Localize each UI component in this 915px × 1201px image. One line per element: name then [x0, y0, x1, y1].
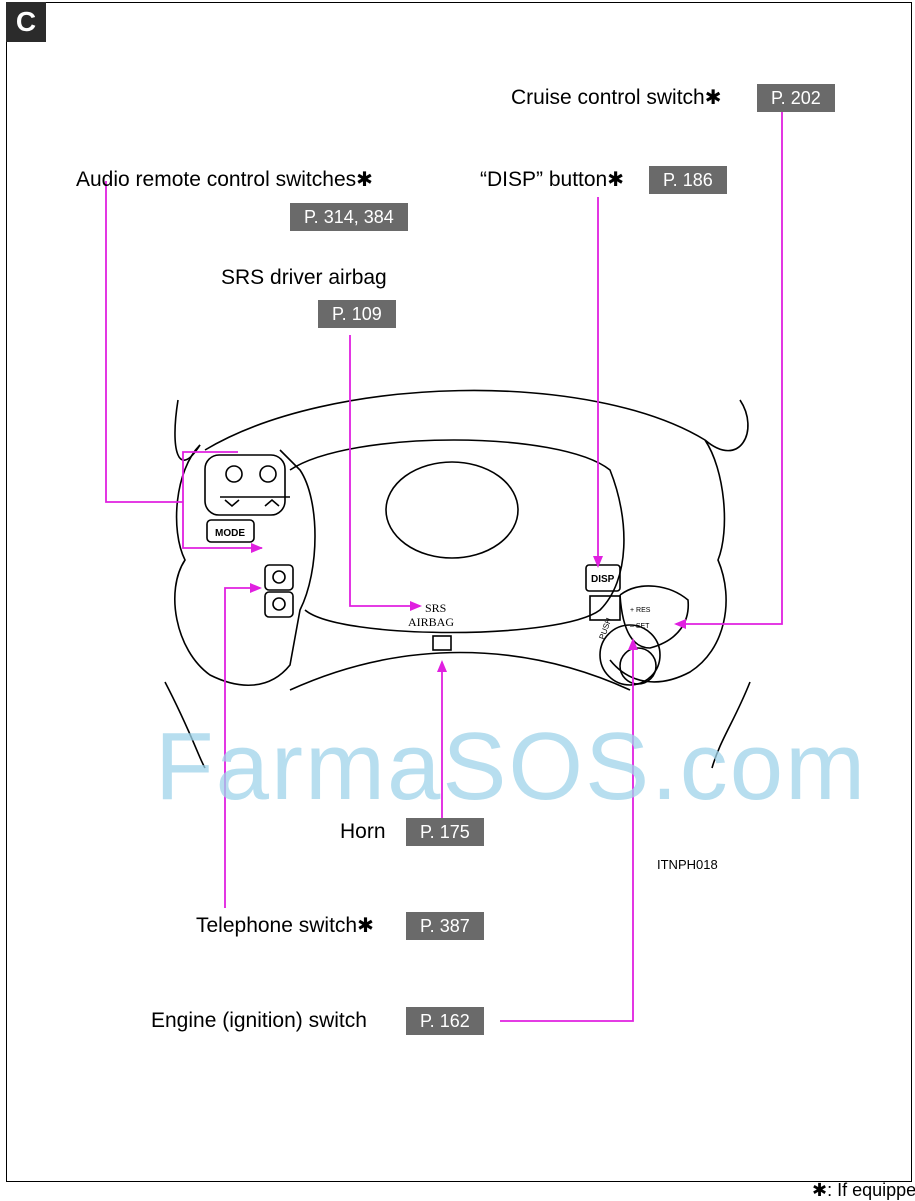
right-spoke [609, 439, 727, 683]
leader-audio-bracket [182, 451, 262, 549]
watermark: FarmaSOS.com [155, 713, 868, 820]
disp-label: DISP [591, 574, 615, 585]
mode-button [206, 519, 255, 543]
audio-switch-panel [204, 454, 286, 516]
airbag-callout: SRS driver airbag [221, 264, 387, 292]
equipped-star: ✱ [356, 169, 373, 191]
leader-cruise [676, 110, 783, 625]
set-label: – SET [630, 623, 650, 630]
audio-label: Audio remote control switches [76, 168, 357, 191]
cruise-page-ref[interactable]: P. 202 [757, 84, 835, 112]
wheel-rim-right [704, 399, 749, 452]
disp-callout-label: “DISP” button [480, 168, 608, 191]
equipped-star: ✱ [357, 915, 374, 937]
telephone-callout: Telephone switch✱ [196, 912, 374, 940]
disp-callout: “DISP” button✱ [480, 166, 624, 194]
arrow-airbag [410, 601, 422, 611]
arrow-audio [251, 543, 263, 553]
airbag-page-ref[interactable]: P. 109 [318, 300, 396, 328]
telephone-on-button [264, 564, 294, 591]
page-frame [6, 2, 912, 1182]
lower-rim [164, 681, 206, 769]
airbag-emblem [385, 461, 519, 559]
lower-rim-right [711, 681, 751, 769]
arrow-horn [437, 660, 447, 672]
horn-label: Horn [340, 820, 386, 843]
left-spoke [174, 444, 316, 686]
telephone-page-ref[interactable]: P. 387 [406, 912, 484, 940]
arrow-disp [593, 556, 603, 568]
engine-label: Engine (ignition) switch [151, 1009, 367, 1032]
image-id: ITNPH018 [657, 857, 718, 872]
arrow-cruise [674, 619, 686, 629]
engine-page-ref[interactable]: P. 162 [406, 1007, 484, 1035]
lower-rim-inner [289, 651, 631, 691]
equipped-star: ✱ [704, 87, 722, 109]
leader-engine [500, 640, 634, 1022]
arrow-engine [628, 638, 638, 650]
engine-callout: Engine (ignition) switch [151, 1007, 367, 1035]
telephone-off-button [264, 591, 294, 618]
telephone-label: Telephone switch [196, 914, 358, 937]
srs-label: SRS [425, 601, 446, 615]
ignition-button [599, 624, 661, 686]
horn-callout: Horn [340, 818, 386, 846]
res-label: + RES [630, 607, 651, 614]
airbag-callout-label: SRS driver airbag [221, 266, 387, 289]
section-tab: C [6, 2, 46, 42]
footnote: ✱: If equipped [812, 1180, 915, 1200]
horn-icon [432, 635, 452, 651]
audio-callout: Audio remote control switches✱ [76, 166, 373, 194]
cruise-label: Cruise control switch [511, 86, 705, 109]
leader-audio [105, 181, 183, 503]
audio-page-ref[interactable]: P. 314, 384 [290, 203, 408, 231]
cruise-control-stalk [619, 585, 690, 649]
leader-airbag [349, 335, 420, 607]
disp-button-shape [585, 564, 621, 592]
arrow-telephone [250, 583, 262, 593]
mode-label: MODE [215, 528, 245, 539]
leader-telephone [224, 587, 260, 908]
horn-page-ref[interactable]: P. 175 [406, 818, 484, 846]
hub-outline [289, 439, 625, 634]
equipped-star: ✱ [607, 169, 624, 191]
cruise-callout: Cruise control switch✱ [511, 84, 722, 112]
airbag-label: AIRBAG [408, 615, 454, 629]
wheel-rim-top [204, 389, 706, 451]
disp-page-ref[interactable]: P. 186 [649, 166, 727, 194]
